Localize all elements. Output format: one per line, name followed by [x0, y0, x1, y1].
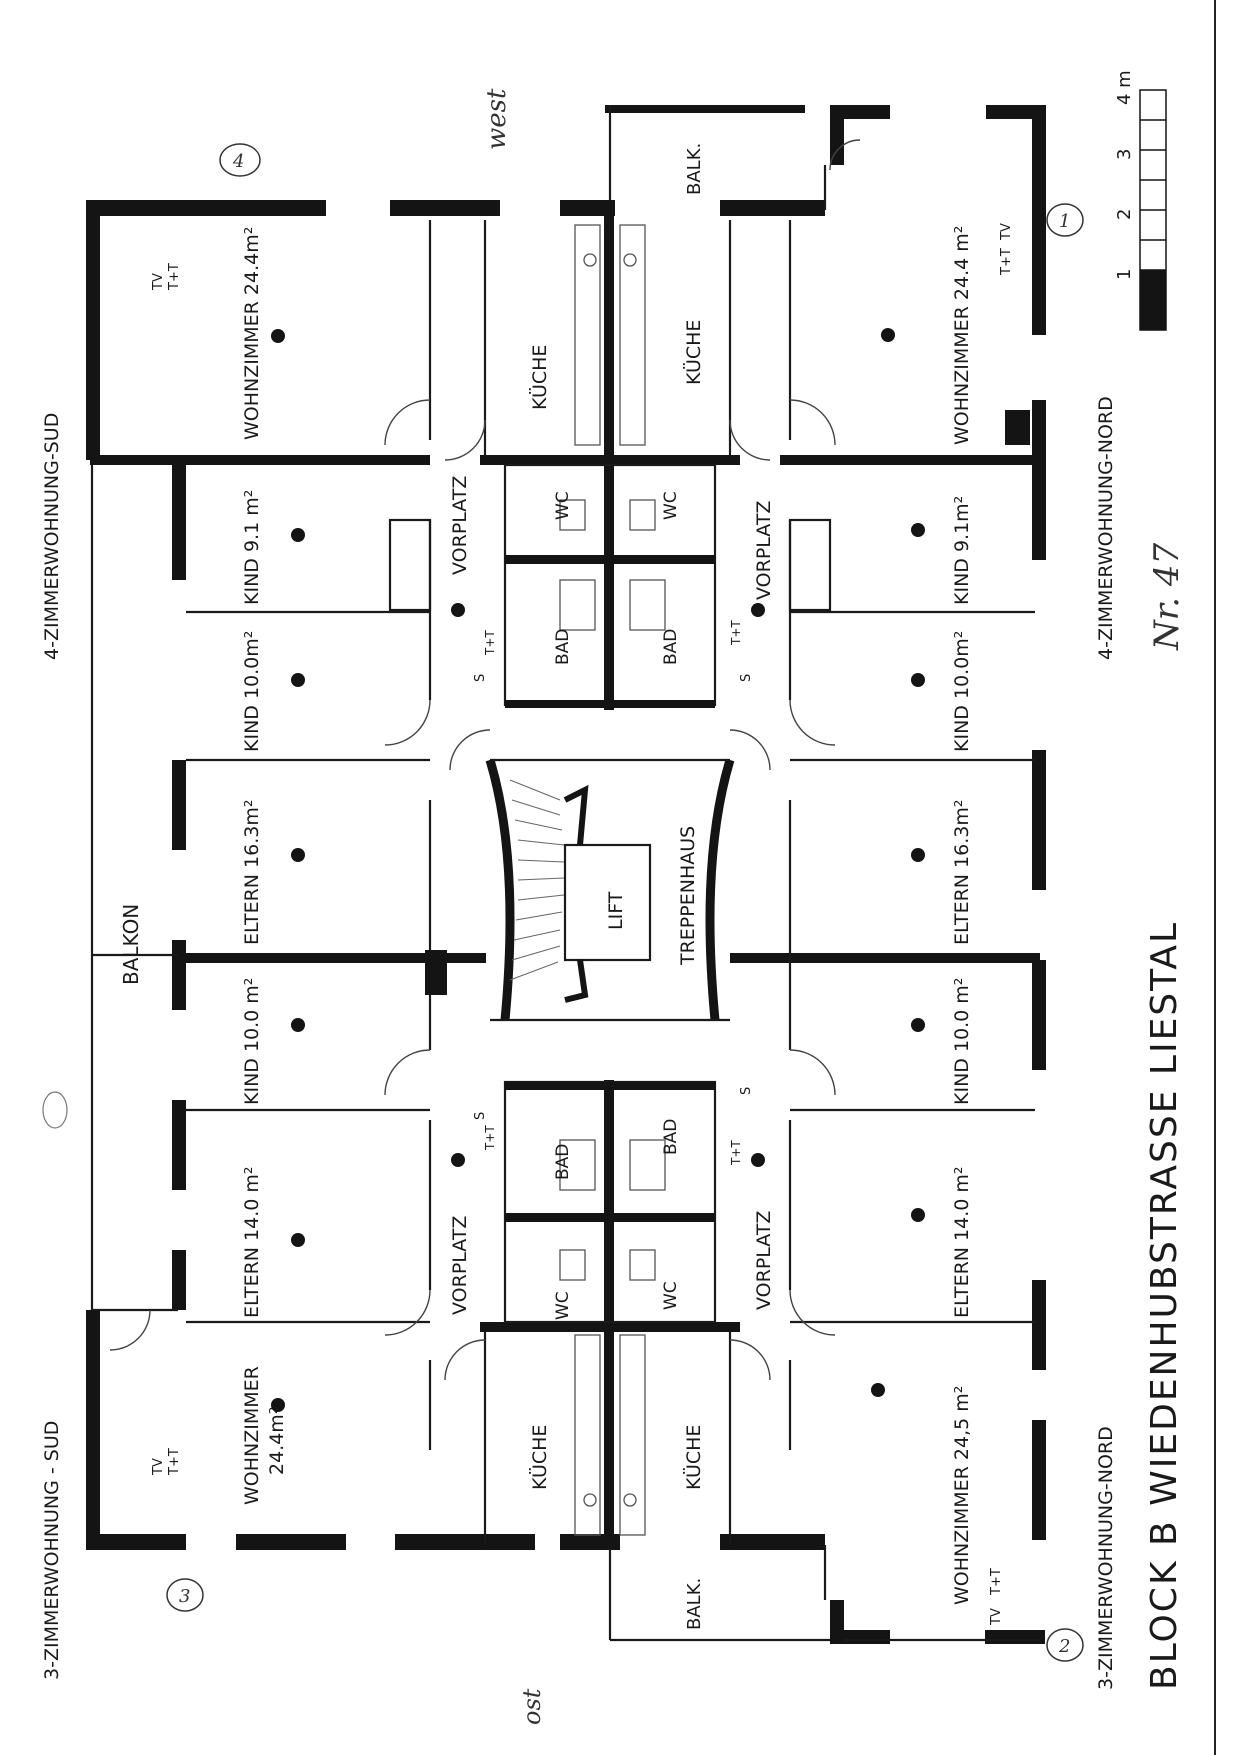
room-label-kind-tr2: KIND 10.0m² [951, 631, 973, 752]
room-label-kuche-br: KÜCHE [682, 1425, 705, 1490]
room-labels: WOHNZIMMER 24.4m² KIND 9.1 m² KIND 10.0m… [119, 143, 1014, 1630]
tt-label-bl-vorplatz: T+T [483, 1125, 497, 1151]
scale-label-1: 1 [1114, 269, 1135, 280]
s-label-tl: S [473, 674, 488, 682]
door-swings [109, 139, 861, 1381]
tt-label-tr: T+T [999, 248, 1014, 276]
room-label-eltern-bl: ELTERN 14.0 m² [241, 1166, 263, 1318]
unit-heading-top-right: 4-ZIMMERWOHNUNG-NORD [1095, 396, 1117, 660]
room-label-wohnzimmer-bl-b: 24.4m² [266, 1407, 288, 1475]
room-label-balk-top: BALK. [684, 143, 705, 195]
scale-bar: 1 2 3 4 m [1114, 70, 1167, 331]
room-label-wc-tl: WC [553, 491, 573, 520]
handwritten-circle-number-tr: 1 [1059, 211, 1070, 232]
room-label-bad-tl: BAD [553, 629, 573, 665]
unit-heading-top-left: 4-ZIMMERWOHNUNG-SUD [41, 413, 63, 660]
room-label-bad-tr: BAD [661, 629, 681, 665]
unit-heading-bottom-left: 3-ZIMMERWOHNUNG - SUD [41, 1421, 63, 1680]
room-label-kind-bl: KIND 10.0 m² [241, 978, 263, 1105]
tt-label-br-vorplatz: T+T [729, 1140, 743, 1166]
room-label-vorplatz-bl: VORPLATZ [449, 1216, 471, 1315]
unit-headings: 4-ZIMMERWOHNUNG-SUD 3-ZIMMERWOHNUNG - SU… [41, 396, 1117, 1690]
unit-heading-bottom-right: 3-ZIMMERWOHNUNG-NORD [1095, 1426, 1117, 1690]
handwritten-circle-number-bl: 3 [179, 1586, 190, 1607]
tt-label-bl: T+T [167, 1448, 182, 1476]
scale-label-4m: 4 m [1114, 70, 1135, 105]
handwritten-circle-number-tl: 4 [232, 151, 244, 172]
tv-label-br: TV [989, 1608, 1004, 1626]
room-label-vorplatz-tl: VORPLATZ [449, 476, 471, 575]
room-label-bad-br: BAD [661, 1119, 681, 1155]
scale-label-3: 3 [1114, 149, 1135, 160]
room-label-treppenhaus: TREPPENHAUS [677, 826, 699, 966]
light-symbols [271, 328, 925, 1412]
room-label-lift: LIFT [605, 891, 627, 930]
s-label-tr: S [739, 674, 754, 682]
room-label-wc-tr: WC [661, 491, 681, 520]
room-label-kind-tl1: KIND 9.1 m² [241, 490, 263, 605]
handwritten-notes: west ost 4 3 1 2 [42, 88, 1084, 1725]
room-label-wohnzimmer-bl-a: WOHNZIMMER [241, 1366, 263, 1505]
room-label-eltern-tl: ELTERN 16.3m² [241, 800, 263, 945]
handwritten-ost: ost [518, 1688, 546, 1725]
room-label-kind-tl2: KIND 10.0m² [241, 631, 263, 752]
s-label-br: S [739, 1087, 754, 1095]
handwritten-number: Nr. 47 [1147, 542, 1187, 651]
sheet-title: BLOCK B WIEDENHUBSTRASSE LIESTAL [1144, 921, 1185, 1690]
room-label-kuche-bl: KÜCHE [528, 1425, 551, 1490]
room-label-kind-tr1: KIND 9.1m² [951, 496, 973, 605]
room-label-kuche-tr: KÜCHE [682, 320, 705, 385]
handwritten-circle-number-br: 2 [1058, 1636, 1070, 1657]
room-label-balk-bottom: BALK. [684, 1578, 705, 1630]
stair-treads [509, 779, 565, 981]
room-label-wohnzimmer-br: WOHNZIMMER 24,5 m² [951, 1386, 973, 1605]
scale-label-2: 2 [1114, 209, 1135, 220]
handwritten-west: west [482, 88, 512, 150]
tt-label-tr-vorplatz: T+T [729, 620, 743, 646]
room-label-kind-br: KIND 10.0 m² [951, 978, 973, 1105]
tt-label-br: T+T [989, 1568, 1004, 1596]
fixtures [559, 224, 666, 1536]
floor-plan [86, 105, 1046, 1644]
room-label-wc-br: WC [661, 1281, 681, 1310]
tv-label-tl: TV [151, 273, 166, 291]
room-label-wc-bl: WC [553, 1291, 573, 1320]
room-label-vorplatz-tr: VORPLATZ [753, 501, 775, 600]
s-label-bl: S [473, 1112, 488, 1120]
room-label-wohnzimmer-tr: WOHNZIMMER 24.4 m² [951, 226, 973, 445]
room-label-eltern-br: ELTERN 14.0 m² [951, 1166, 973, 1318]
room-label-vorplatz-br: VORPLATZ [753, 1211, 775, 1310]
room-label-wohnzimmer-tl: WOHNZIMMER 24.4m² [241, 227, 263, 440]
room-label-kuche-tl: KÜCHE [528, 345, 551, 410]
tv-label-tr: TV [999, 223, 1014, 241]
tv-label-bl: TV [151, 1458, 166, 1476]
room-label-eltern-tr: ELTERN 16.3m² [951, 800, 973, 945]
room-label-balkon: BALKON [119, 904, 143, 985]
partition-walls [90, 200, 1040, 1545]
outer-walls [86, 105, 1046, 1644]
tt-label-tl: T+T [167, 263, 182, 291]
room-label-bad-bl: BAD [553, 1144, 573, 1180]
tt-label-tl-vorplatz: T+T [483, 630, 497, 656]
